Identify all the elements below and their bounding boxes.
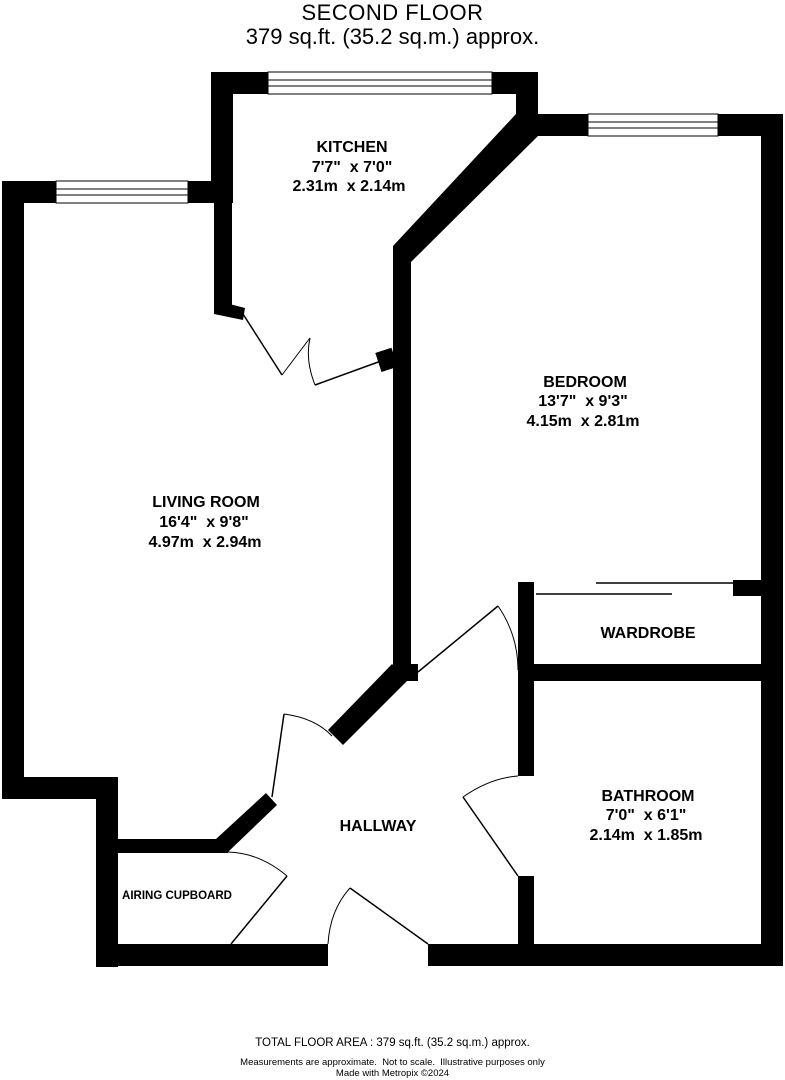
disclaimer: Measurements are approximate. Not to sca… — [240, 1057, 545, 1068]
bathroom-label: BATHROOM 7'0" x 6'1" 2.14m x 1.85m — [590, 788, 703, 844]
kitchen-metric: 2.31m x 2.14m — [293, 178, 406, 195]
living-room-imperial: 16'4" x 9'8" — [159, 514, 249, 531]
bedroom-metric: 4.15m x 2.81m — [527, 413, 640, 430]
kitchen-imperial: 7'7" x 7'0" — [312, 159, 393, 176]
bathroom-name: BATHROOM — [601, 788, 694, 805]
bedroom-label: BEDROOM 13'7" x 9'3" 4.15m x 2.81m — [527, 374, 640, 430]
walls — [2, 72, 783, 967]
bedroom-name: BEDROOM — [543, 374, 627, 391]
kitchen-name: KITCHEN — [316, 139, 387, 156]
airing-cupboard-name: AIRING CUPBOARD — [122, 890, 232, 902]
floor-area: 379 sq.ft. (35.2 sq.m.) approx. — [245, 24, 540, 49]
bedroom-imperial: 13'7" x 9'3" — [538, 393, 628, 410]
wardrobe-name: WARDROBE — [600, 625, 695, 642]
total-floor-area: TOTAL FLOOR AREA : 379 sq.ft. (35.2 sq.m… — [255, 1037, 530, 1049]
living-room-name: LIVING ROOM — [152, 494, 260, 511]
hallway-name: HALLWAY — [340, 818, 417, 835]
kitchen-label: KITCHEN 7'7" x 7'0" 2.31m x 2.14m — [293, 139, 406, 195]
hallway-label: HALLWAY — [340, 818, 417, 835]
living-room-metric: 4.97m x 2.94m — [149, 534, 262, 551]
wardrobe-label: WARDROBE — [600, 625, 695, 642]
airing-cupboard-label: AIRING CUPBOARD — [122, 890, 232, 902]
bathroom-metric: 2.14m x 1.85m — [590, 827, 703, 844]
bathroom-imperial: 7'0" x 6'1" — [606, 807, 687, 824]
made-with-credit: Made with Metropix ©2024 — [335, 1068, 450, 1079]
doors — [227, 313, 733, 945]
floor-title: SECOND FLOOR — [301, 0, 484, 25]
windows — [55, 71, 719, 204]
living-room-label: LIVING ROOM 16'4" x 9'8" 4.97m x 2.94m — [149, 494, 262, 551]
